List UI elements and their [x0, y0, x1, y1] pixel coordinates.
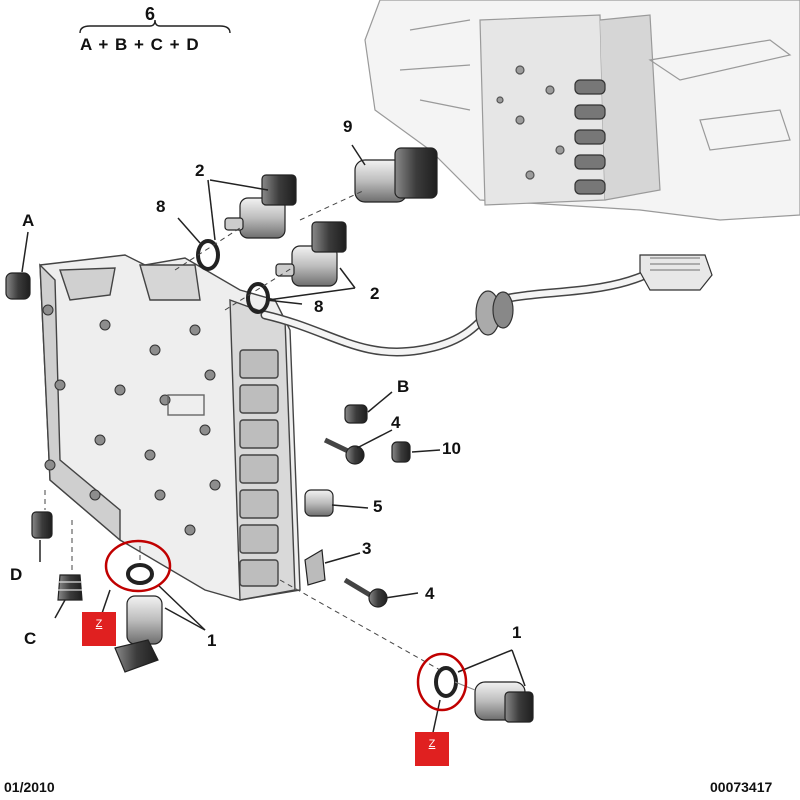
callout-2-top: 2: [195, 161, 205, 180]
callout-b: B: [397, 377, 410, 396]
callout-10: 10: [442, 439, 461, 458]
z-marker-left: Z: [82, 612, 116, 646]
assembly-guide-lines: [44, 189, 441, 671]
callout-4-upper: 4: [391, 413, 401, 432]
callout-1-left: 1: [207, 631, 217, 650]
footer-date: 01/2010: [4, 779, 55, 795]
footer-reference: 00073417: [710, 779, 773, 795]
callout-9: 9: [343, 117, 353, 136]
gearbox-housing: [364, 0, 800, 221]
assembly-formula: A + B + C + D: [80, 35, 200, 54]
callout-c: C: [24, 629, 37, 648]
valve-body-plate: [39, 254, 301, 601]
pressure-sensor: [354, 147, 438, 203]
solenoid-upper: [224, 174, 297, 239]
solenoid-bottom-right: [434, 666, 534, 723]
locating-pins: [5, 272, 83, 601]
wiring-harness: [260, 254, 713, 357]
callout-2-mid: 2: [370, 284, 380, 303]
callout-a: A: [22, 211, 35, 230]
callout-5: 5: [373, 497, 383, 516]
callout-3: 3: [362, 539, 372, 558]
callout-8-mid: 8: [314, 297, 324, 316]
callout-8-top: 8: [156, 197, 166, 216]
callout-d: D: [10, 565, 23, 584]
z-marker-right: Z: [415, 732, 449, 766]
assembly-number: 6: [145, 4, 156, 24]
solenoid-lower: [275, 221, 347, 287]
callout-1-right: 1: [512, 623, 522, 642]
highlight-rings: [104, 539, 468, 712]
callout-4-lower: 4: [425, 584, 435, 603]
small-fasteners: [304, 404, 411, 608]
solenoid-bottom-left: [114, 563, 163, 673]
